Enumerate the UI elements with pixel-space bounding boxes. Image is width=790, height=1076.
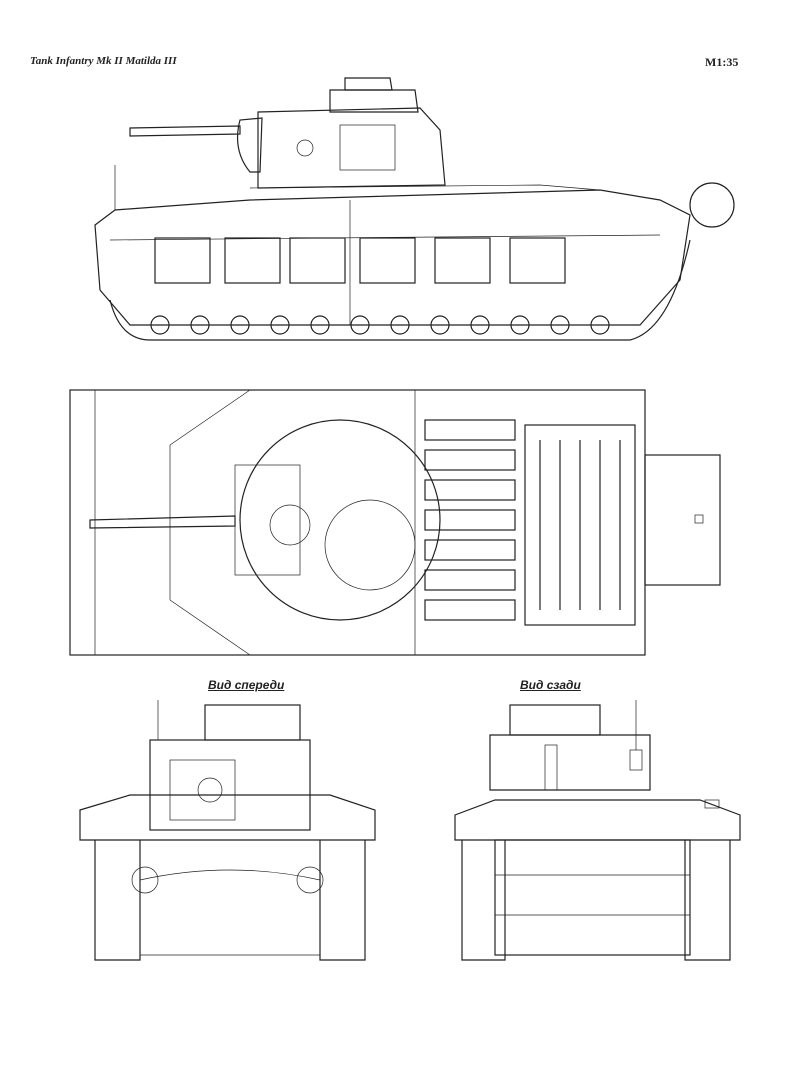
front-view-label: Вид спереди [208,678,285,692]
drawing-title: Tank Infantry Mk II Matilda III [30,55,177,67]
scale-label: M1:35 [705,55,739,69]
side-view [94,77,735,341]
top-view [69,389,721,656]
rear-view-label: Вид сзади [520,678,581,692]
front-view [79,700,376,961]
rear-view [454,700,741,961]
